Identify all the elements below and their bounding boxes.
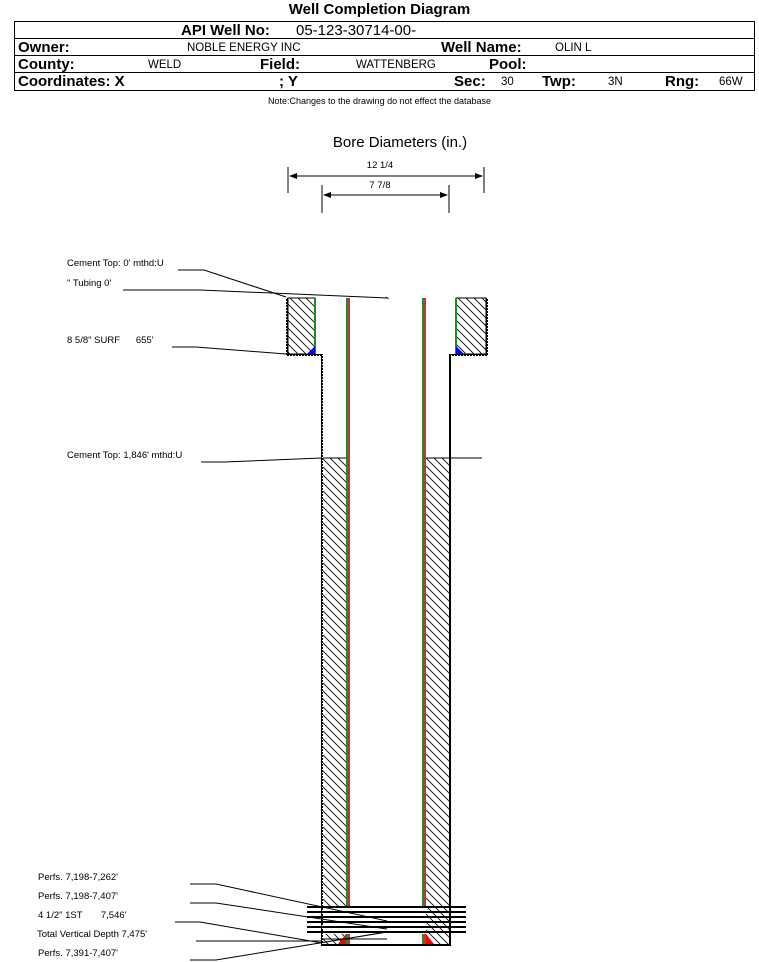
leader-cement-top-surface: [178, 269, 287, 298]
well-name-label: Well Name:: [441, 39, 522, 56]
label-cement-top-surface: Cement Top: 0' mthd:U: [67, 258, 164, 269]
api-label: API Well No:: [181, 22, 270, 39]
database-note: Note:Changes to the drawing do not effec…: [268, 96, 491, 106]
field-value: WATTENBERG: [356, 59, 436, 71]
well-name-value: OLIN L: [555, 42, 592, 54]
county-label: County:: [18, 56, 75, 73]
leader-perfs-1: [190, 883, 388, 922]
header-row-coordinates: Coordinates: X ; Y Sec: 30 Twp: 3N Rng: …: [15, 73, 754, 90]
leader-tubing: [123, 289, 389, 299]
leader-production-casing: [175, 921, 323, 944]
bore-diameter-outer-label: 12 1/4: [366, 160, 394, 171]
sec-value: 30: [501, 76, 514, 88]
surface-casing-shoe-left: [307, 346, 315, 354]
coord-y-label: ; Y: [279, 73, 298, 90]
label-perfs-1: Perfs. 7,198-7,262': [38, 872, 118, 883]
county-value: WELD: [148, 59, 182, 71]
label-perfs-2: Perfs. 7,198-7,407': [38, 891, 118, 902]
label-total-vertical-depth: Total Vertical Depth 7,475': [37, 929, 148, 940]
perforations: [307, 906, 466, 940]
twp-label: Twp:: [542, 73, 576, 90]
label-tubing: " Tubing 0': [67, 278, 112, 289]
leader-surface-casing: [172, 346, 287, 355]
bore-dimension-inner: [321, 185, 450, 213]
owner-value: NOBLE ENERGY INC: [187, 42, 301, 54]
open-hole-wall: [286, 354, 488, 946]
production-cement-left: [323, 457, 346, 944]
bore-dimension-outer: [287, 167, 485, 193]
leader-perfs-2: [190, 902, 388, 930]
rng-label: Rng:: [665, 73, 700, 90]
production-casing-shoe-right: [426, 934, 434, 944]
production-casing-right: [422, 298, 434, 944]
well-header-table: API Well No: 05-123-30714-00- Owner: NOB…: [14, 21, 755, 91]
rng-value: 66W: [719, 76, 743, 88]
bore-diameters-title: Bore Diameters (in.): [332, 134, 468, 151]
header-row-county: County: WELD Field: WATTENBERG Pool:: [15, 56, 754, 73]
leader-lines: [123, 269, 389, 961]
label-production-casing: 4 1/2" 1ST 7,546': [38, 910, 127, 921]
label-perfs-3: Perfs. 7,391-7,407': [38, 948, 118, 959]
bore-diameter-inner-label: 7 7/8: [369, 180, 391, 191]
surface-cement-left: [286, 297, 316, 355]
label-surface-casing: 8 5/8" SURF 655': [67, 335, 154, 346]
sec-label: Sec:: [454, 73, 486, 90]
header-row-api: API Well No: 05-123-30714-00-: [15, 22, 754, 39]
header-row-owner: Owner: NOBLE ENERGY INC Well Name: OLIN …: [15, 39, 754, 56]
coord-x-label: Coordinates: X: [18, 73, 125, 90]
leader-cement-top-production: [201, 457, 323, 463]
surface-cement-right: [455, 297, 488, 355]
field-label: Field:: [260, 56, 300, 73]
twp-value: 3N: [608, 76, 623, 88]
label-cement-top-production: Cement Top: 1,846' mthd:U: [67, 450, 183, 461]
pool-label: Pool:: [489, 56, 527, 73]
api-value: 05-123-30714-00-: [296, 22, 417, 39]
leader-perfs-3: [190, 931, 388, 961]
owner-label: Owner:: [18, 39, 70, 56]
surface-casing-shoe-right: [456, 346, 464, 354]
production-cement-right: [426, 457, 482, 944]
diagram-title: Well Completion Diagram: [288, 1, 471, 18]
